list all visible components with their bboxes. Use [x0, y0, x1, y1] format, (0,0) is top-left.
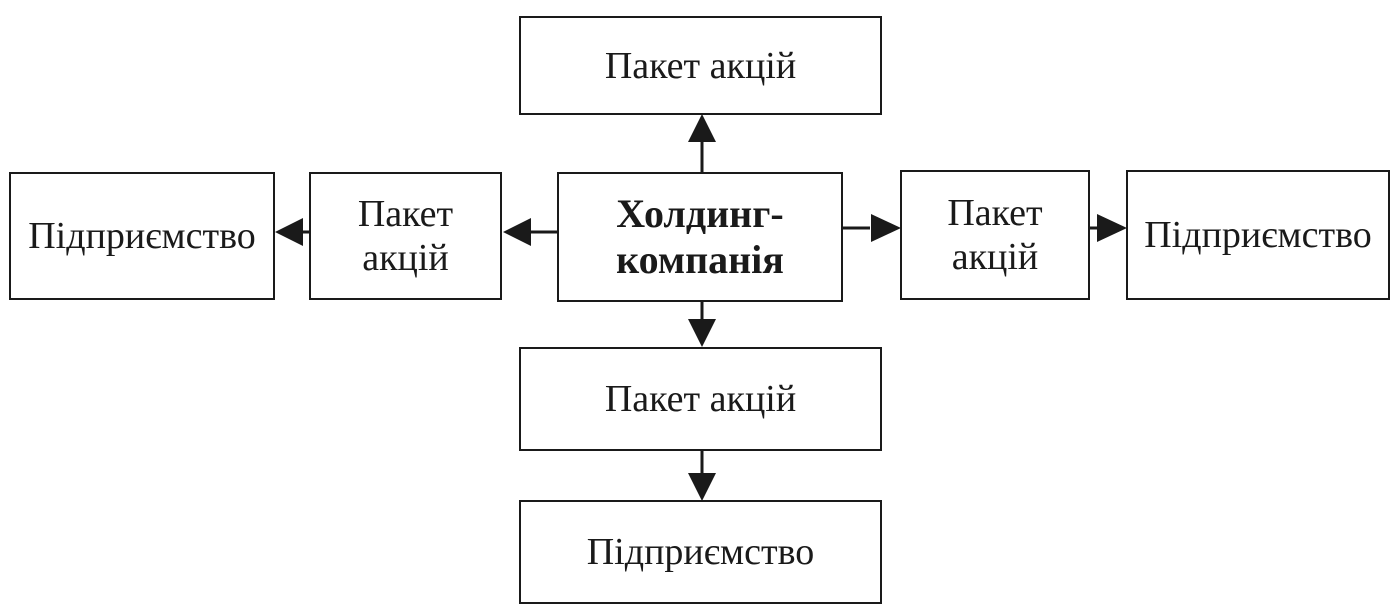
left-package-label-line1: Пакет: [357, 193, 454, 235]
right-enterprise-box: Підприємство: [1126, 170, 1390, 300]
left-enterprise-box: Підприємство: [9, 172, 275, 300]
arrowhead-left: [275, 218, 303, 246]
holding-company-label-line1: Холдинг-: [616, 191, 784, 236]
bottom-package-label: Пакет акцій: [604, 378, 797, 420]
left-enterprise-label: Підприємство: [28, 215, 256, 257]
arrowhead-left: [503, 218, 531, 246]
arrowhead-down: [688, 319, 716, 347]
bottom-enterprise-label: Підприємство: [586, 531, 815, 573]
left-package-label-line2: акцій: [362, 237, 449, 279]
arrowhead-down: [688, 473, 716, 501]
bottom-package-box: Пакет акцій: [519, 347, 882, 451]
arrowhead-right: [871, 214, 901, 242]
right-enterprise-label: Підприємство: [1144, 214, 1372, 256]
right-package-label-line2: акцій: [951, 236, 1039, 278]
bottom-enterprise-box: Підприємство: [519, 500, 882, 604]
holding-company-label-line2: компанія: [616, 237, 784, 282]
top-package-box: Пакет акцій: [519, 16, 882, 115]
left-package-box: Пакет акцій: [309, 172, 502, 300]
right-package-box: Пакет акцій: [900, 170, 1090, 300]
right-package-label-line1: Пакет: [947, 192, 1043, 234]
arrowhead-up: [688, 114, 716, 142]
holding-company-box: Холдинг- компанія: [557, 172, 843, 302]
arrowhead-right: [1097, 214, 1127, 242]
top-package-label: Пакет акцій: [604, 44, 797, 87]
